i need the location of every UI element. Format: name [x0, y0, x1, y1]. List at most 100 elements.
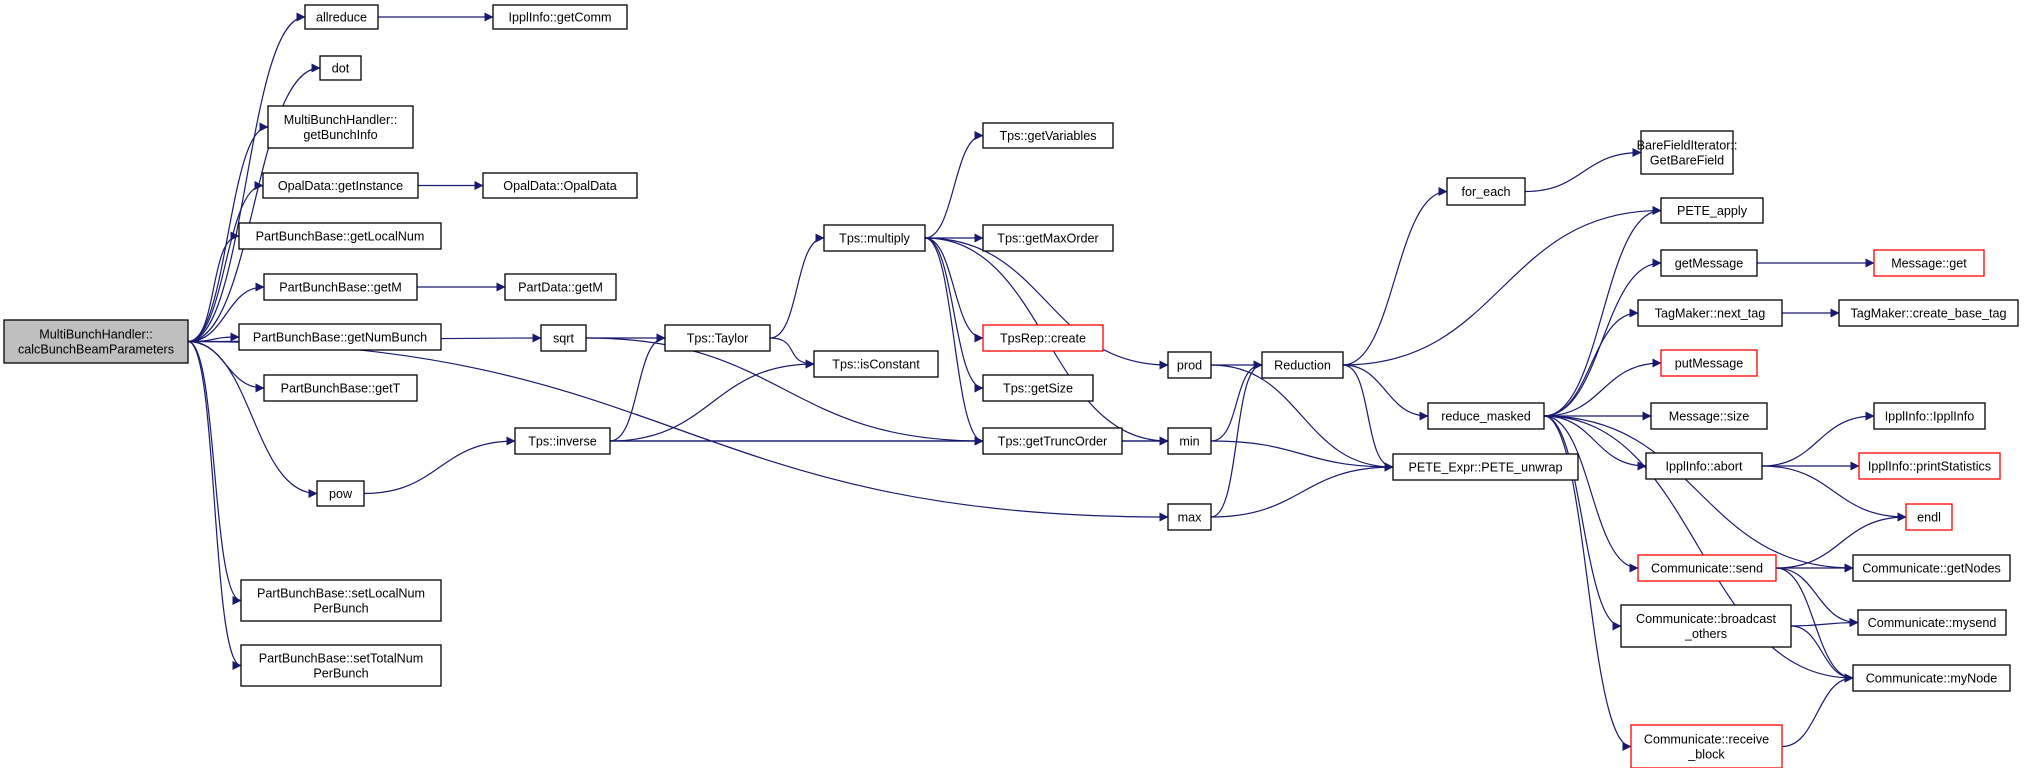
edge-tpsInverse-to-tpsIsConstant: [609, 359, 815, 442]
edge-broadcastOthers-to-myNode: [1790, 625, 1854, 683]
node-reduceMasked[interactable]: reduce_masked: [1427, 402, 1545, 430]
edge-reduceMasked-to-ipplAbort: [1543, 415, 1647, 471]
edge-commSend-to-myNode: [1775, 567, 1854, 683]
node-label: BareFieldIterator::: [1637, 139, 1738, 153]
node-getBunchInfo[interactable]: MultiBunchHandler::getBunchInfo: [267, 105, 414, 149]
edge-root-to-getLocalNum: [187, 231, 240, 343]
node-box: [982, 122, 1114, 149]
edge-line: [1543, 258, 1662, 417]
node-opalData[interactable]: OpalData::OpalData: [482, 172, 638, 199]
edge-line: [609, 333, 666, 442]
node-tpsGetVariables[interactable]: Tps::getVariables: [982, 122, 1114, 149]
node-ipplInfo[interactable]: IpplInfo::IpplInfo: [1873, 402, 1986, 430]
node-peteApply[interactable]: PETE_apply: [1660, 197, 1764, 224]
node-ipplAbort[interactable]: IpplInfo::abort: [1645, 452, 1763, 480]
node-box: [504, 273, 617, 301]
node-tpsIsConstant[interactable]: Tps::isConstant: [813, 350, 939, 378]
node-label: MultiBunchHandler::: [39, 328, 152, 342]
node-tpsGetSize[interactable]: Tps::getSize: [982, 374, 1094, 402]
node-bareField[interactable]: BareFieldIterator::GetBareField: [1637, 130, 1738, 175]
node-reduction[interactable]: Reduction: [1261, 351, 1344, 379]
node-label: _others: [1684, 627, 1727, 641]
node-label: PartBunchBase::setLocalNum: [257, 587, 425, 601]
edge-sqrt-to-tpsGetTruncOrder: [585, 337, 984, 446]
node-ipplGetComm[interactable]: IpplInfo::getComm: [492, 4, 628, 30]
node-getNodes[interactable]: Communicate::getNodes: [1852, 554, 2011, 582]
node-tpsGetMaxOrder[interactable]: Tps::getMaxOrder: [982, 224, 1114, 252]
node-broadcastOthers[interactable]: Communicate::broadcast_others: [1620, 604, 1792, 648]
node-getNumBunch[interactable]: PartBunchBase::getNumBunch: [238, 323, 442, 351]
node-prod[interactable]: prod: [1167, 351, 1212, 379]
edge-root-to-dot: [187, 63, 321, 343]
node-label: IpplInfo::IpplInfo: [1885, 410, 1975, 424]
edge-reduceMasked-to-broadcastOthers: [1543, 415, 1622, 631]
node-label: putMessage: [1675, 357, 1744, 371]
node-mysend[interactable]: Communicate::mysend: [1857, 609, 2007, 636]
edge-line: [1543, 415, 1647, 471]
node-root[interactable]: MultiBunchHandler::calcBunchBeamParamete…: [3, 319, 189, 364]
edge-reduction-to-peteApply: [1342, 206, 1662, 366]
node-label: getBunchInfo: [303, 128, 377, 142]
edge-reduceMasked-to-putMessage: [1543, 358, 1662, 417]
edge-line: [924, 237, 984, 393]
node-label: PartData::getM: [518, 281, 603, 295]
node-label: Communicate::receive: [1644, 733, 1769, 747]
node-peteUnwrap[interactable]: PETE_Expr::PETE_unwrap: [1392, 453, 1579, 481]
edge-line: [1761, 465, 1907, 522]
edge-line: [585, 337, 984, 446]
node-getLocalNum[interactable]: PartBunchBase::getLocalNum: [238, 222, 442, 250]
node-label: Message::get: [1891, 257, 1967, 271]
node-tpsMultiply[interactable]: Tps::multiply: [823, 224, 926, 252]
node-getMessage[interactable]: getMessage: [1660, 249, 1758, 277]
node-min[interactable]: min: [1167, 427, 1212, 455]
edge-line: [924, 237, 984, 446]
node-box: [1838, 299, 2019, 327]
node-tpsInverse[interactable]: Tps::inverse: [514, 427, 611, 455]
node-label: IpplInfo::getComm: [509, 11, 612, 25]
edge-line: [187, 12, 306, 343]
node-label: Tps::getVariables: [999, 129, 1096, 143]
node-getT[interactable]: PartBunchBase::getT: [263, 374, 418, 402]
node-box: [1858, 452, 2001, 480]
edge-tpsTaylor-to-tpsIsConstant: [769, 337, 815, 369]
node-messageSize[interactable]: Message::size: [1650, 402, 1768, 430]
edge-reduceMasked-to-myNode: [1543, 415, 1854, 683]
node-dot[interactable]: dot: [319, 55, 362, 81]
edge-line: [187, 282, 265, 343]
node-label: OpalData::OpalData: [503, 179, 616, 193]
node-sqrt[interactable]: sqrt: [540, 324, 587, 352]
edge-line: [1210, 462, 1394, 518]
node-box: [316, 480, 365, 507]
node-commSend[interactable]: Communicate::send: [1637, 554, 1777, 582]
node-endl[interactable]: endl: [1905, 503, 1953, 531]
edge-line: [769, 233, 825, 339]
node-createBaseTag[interactable]: TagMaker::create_base_tag: [1838, 299, 2019, 327]
node-tpsRepCreate[interactable]: TpsRep::create: [982, 324, 1104, 352]
node-myNode[interactable]: Communicate::myNode: [1852, 664, 2011, 692]
node-tpsTaylor[interactable]: Tps::Taylor: [664, 324, 771, 352]
node-pow[interactable]: pow: [316, 480, 365, 507]
node-label: _block: [1687, 748, 1725, 762]
node-max[interactable]: max: [1167, 503, 1212, 531]
node-box: [1167, 427, 1212, 455]
node-allreduce[interactable]: allreduce: [304, 4, 379, 30]
node-receiveBlock[interactable]: Communicate::receive_block: [1630, 724, 1783, 768]
edge-pow-to-tpsInverse: [363, 436, 516, 495]
edge-line: [1342, 364, 1394, 472]
node-messageGet[interactable]: Message::get: [1873, 249, 1985, 277]
node-nextTag[interactable]: TagMaker::next_tag: [1637, 299, 1783, 327]
edge-line: [1543, 358, 1662, 417]
node-tpsGetTruncOrder[interactable]: Tps::getTruncOrder: [982, 427, 1123, 455]
node-opalGetInstance[interactable]: OpalData::getInstance: [262, 172, 419, 199]
node-putMessage[interactable]: putMessage: [1660, 349, 1758, 377]
edge-max-to-peteUnwrap: [1210, 462, 1394, 518]
node-getM[interactable]: PartBunchBase::getM: [263, 273, 418, 301]
node-partDataGetM[interactable]: PartData::getM: [504, 273, 617, 301]
node-printStatistics[interactable]: IpplInfo::printStatistics: [1858, 452, 2001, 480]
node-label: sqrt: [553, 332, 574, 346]
node-forEach[interactable]: for_each: [1446, 177, 1526, 206]
node-box: [1446, 177, 1526, 206]
node-label: GetBareField: [1650, 154, 1724, 168]
